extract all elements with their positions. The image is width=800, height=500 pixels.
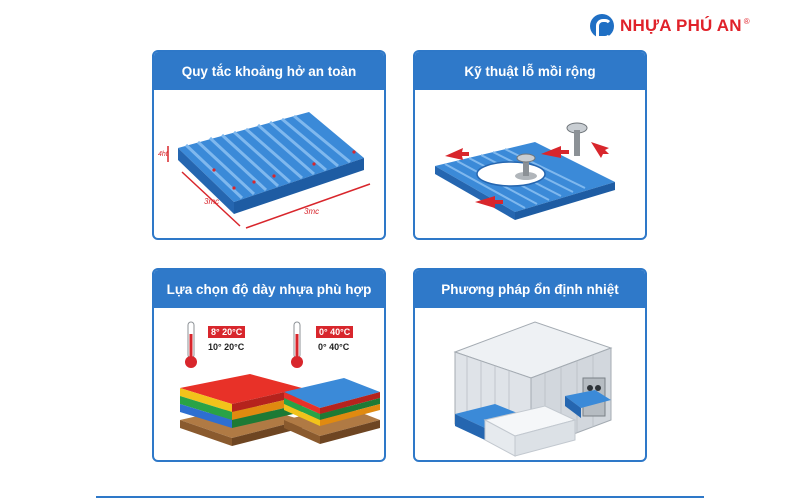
card-illustration (415, 90, 645, 238)
brand-logo-icon (590, 14, 614, 39)
card-thermal-stabilization: Phương pháp ổn định nhiệt (413, 268, 647, 462)
card-illustration: 3mc 3mc 4ht (154, 90, 384, 238)
temp-label-right-red: 0° 40°C (316, 326, 354, 338)
brand-logo: NHỰA PHÚ AN ® (590, 14, 750, 39)
brand-name: NHỰA PHÚ AN (620, 16, 742, 35)
card-title: Lựa chọn độ dày nhựa phù hợp (154, 270, 384, 308)
dimension-label-1: 3mc (204, 197, 219, 206)
screw-pilot-hole-illustration (435, 122, 615, 220)
card-title: Kỹ thuật lỗ mồi rộng (415, 52, 645, 90)
card-illustration (415, 308, 645, 457)
dimension-label-2: 3mc (304, 207, 319, 216)
card-wide-pilot-hole: Kỹ thuật lỗ mồi rộng (413, 50, 647, 240)
corrugated-sheet-gap-illustration: 3mc 3mc 4ht (158, 112, 371, 229)
plastic-stacks-illustration (180, 321, 380, 446)
temp-label-right: 0° 40°C (318, 342, 350, 352)
temp-label-left: 10° 20°C (208, 342, 245, 352)
card-title: Phương pháp ổn định nhiệt (415, 270, 645, 308)
card-illustration: 8° 20°C 10° 20°C 0° 40°C 0° 40°C (154, 308, 384, 456)
bottom-divider (96, 496, 704, 498)
temp-label-left-red: 8° 20°C (208, 326, 246, 338)
card-thickness-selection: Lựa chọn độ dày nhựa phù hợp (152, 268, 386, 462)
dimension-label-3: 4ht (158, 151, 169, 158)
card-title: Quy tắc khoảng hở an toàn (154, 52, 384, 90)
card-safe-gap-rule: Quy tắc khoảng hở an toàn (152, 50, 386, 240)
registered-mark: ® (743, 16, 750, 26)
warehouse-illustration (453, 321, 613, 457)
